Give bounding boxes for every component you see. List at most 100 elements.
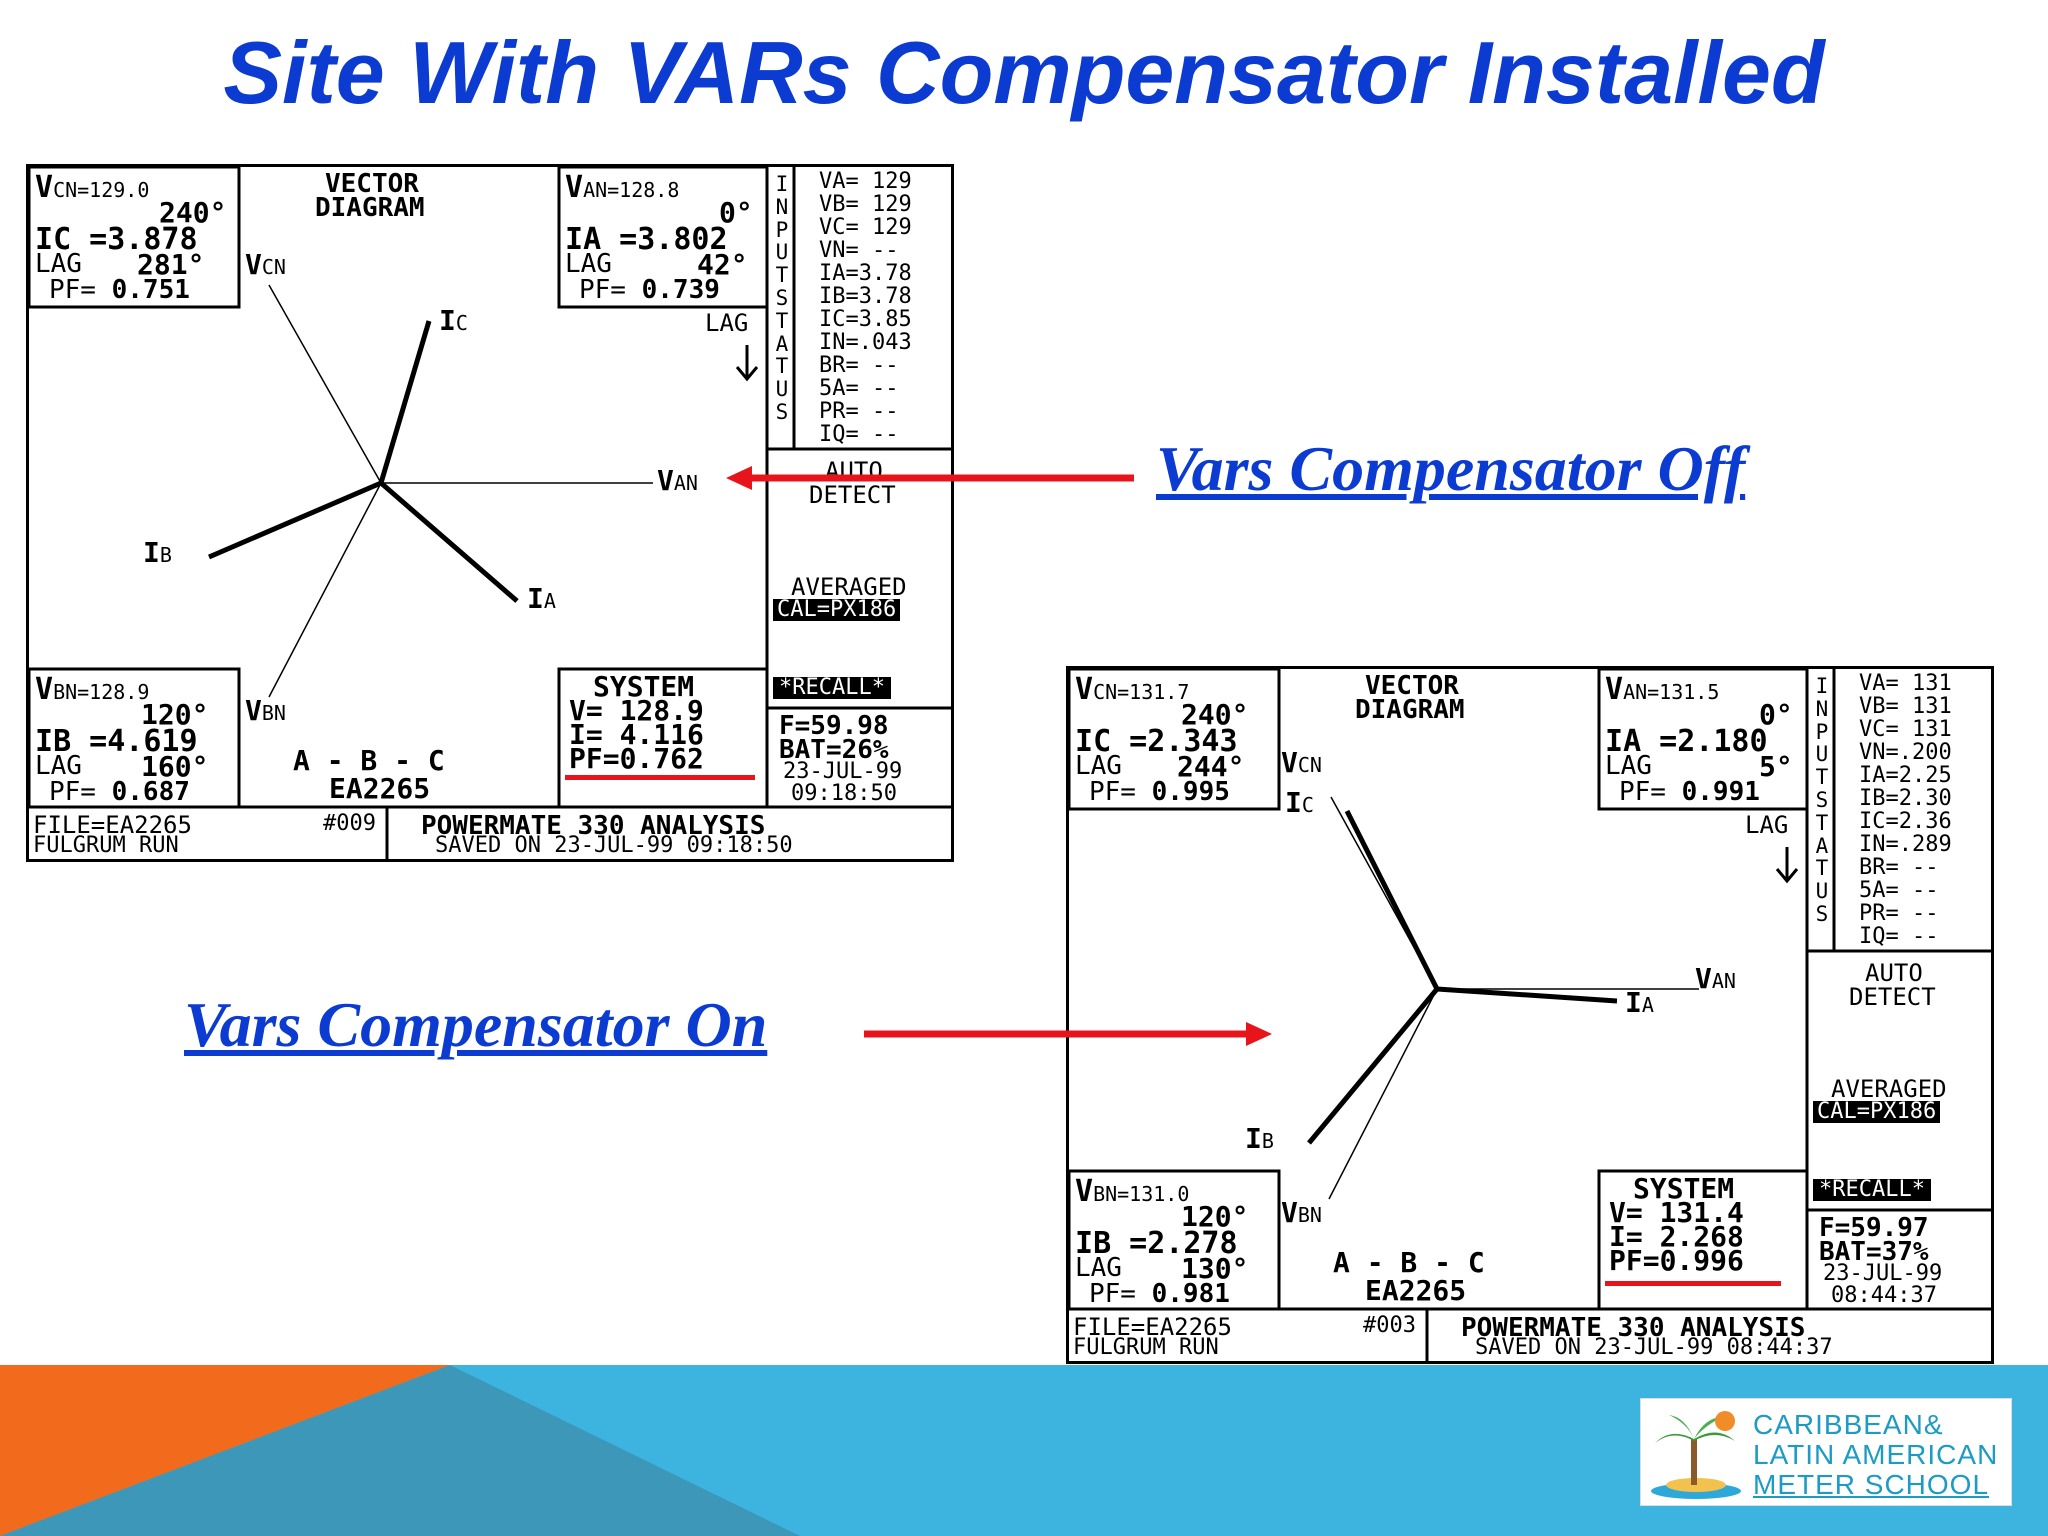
status-in: IN=.043 xyxy=(819,330,912,355)
pf-underline xyxy=(1605,1281,1781,1286)
van-angle: 0° xyxy=(1759,698,1793,731)
auto-label: AUTO xyxy=(1865,959,1923,987)
vec-label-vbn: BN xyxy=(1297,1203,1322,1227)
vec-label-vcn: CN xyxy=(1297,753,1322,777)
diagram-title-1: VECTOR xyxy=(1365,671,1459,701)
vars-on-label: Vars Compensator On xyxy=(184,989,768,1060)
status-vb: VB= 129 xyxy=(819,192,912,217)
pf-underline xyxy=(565,775,755,780)
vec-label-ic: C xyxy=(1301,793,1314,817)
analysis-title: POWERMATE 330 ANALYSIS xyxy=(1461,1313,1806,1343)
vcn-value: CN=131.7 xyxy=(1093,680,1190,704)
vec-label-ib: B xyxy=(159,543,172,567)
footer-band xyxy=(0,1365,2048,1536)
status-br: BR= -- xyxy=(1859,855,1939,880)
vars-off-label: Vars Compensator Off xyxy=(1156,433,1746,504)
status-br: BR= -- xyxy=(819,353,899,378)
vector-vbn xyxy=(268,482,382,698)
status-pr: PR= -- xyxy=(1859,901,1939,926)
diagram-title-2: DIAGRAM xyxy=(315,193,425,223)
pfa-value: 0.991 xyxy=(1681,777,1760,807)
palm-tree-icon xyxy=(1651,1411,1741,1499)
screen-grid xyxy=(29,167,951,859)
analyzer-screen-on: VCN=131.7 240° IC =2.343 LAG 244° PF= 0.… xyxy=(1066,666,1994,1364)
vector-ic xyxy=(1344,809,1440,991)
school-logo: CARIBBEAN& LATIN AMERICAN METER SCHOOL xyxy=(1640,1398,2012,1506)
vector-ia xyxy=(379,481,519,603)
vbn-value: BN=131.0 xyxy=(1093,1182,1190,1206)
vcn-angle: 240° xyxy=(1181,698,1249,731)
input-status-label: INPUT STATUS xyxy=(775,172,789,424)
ia-value: A =3.802 xyxy=(583,222,728,257)
status-ib: IB=2.30 xyxy=(1859,786,1952,811)
time: 09:18:50 xyxy=(791,781,897,806)
vec-label-ib: B xyxy=(1261,1129,1274,1153)
vector-vcn xyxy=(268,284,382,484)
input-status-label: INPUT STATUS xyxy=(1815,674,1829,926)
system-current: I= 2.268 xyxy=(1609,1220,1744,1253)
vector-ib xyxy=(208,480,382,560)
recall-button[interactable]: *RECALL* xyxy=(1813,1179,1931,1201)
status-vc: VC= 131 xyxy=(1859,717,1952,742)
system-voltage: V= 131.4 xyxy=(1609,1196,1744,1229)
system-current: I= 4.116 xyxy=(569,718,704,751)
status-ic: IC=3.85 xyxy=(819,307,912,332)
vector-ib xyxy=(1307,987,1439,1145)
lag-label: LAG xyxy=(705,309,749,337)
saved-on: SAVED ON 23-JUL-99 09:18:50 xyxy=(435,833,793,858)
analyzer-screen-off: VCN=129.0 240° IC =3.878 LAG 281° PF= 0.… xyxy=(26,164,954,862)
date: 23-JUL-99 xyxy=(783,759,903,784)
vec-label-vcn: CN xyxy=(261,255,286,279)
status-va: VA= 131 xyxy=(1859,671,1952,696)
status-ia: IA=3.78 xyxy=(819,261,912,286)
file-name: FILE=EA2265 xyxy=(1073,1313,1232,1341)
cal-label: CAL=PX186 xyxy=(1813,1101,1941,1123)
vec-label-van: AN xyxy=(673,471,698,495)
slide-title: Site With VARs Compensator Installed xyxy=(223,23,1825,122)
ib-value: B =4.619 xyxy=(53,724,198,759)
date: 23-JUL-99 xyxy=(1823,1261,1943,1286)
van-value: AN=128.8 xyxy=(583,178,680,202)
status-iq: IQ= -- xyxy=(1859,924,1939,949)
record-number: #009 xyxy=(323,811,376,836)
ia-value: A =2.180 xyxy=(1623,724,1768,759)
run-name: FULGRUM RUN xyxy=(1073,1335,1219,1360)
ia-lag: 5° xyxy=(1759,750,1793,783)
recall-button[interactable]: *RECALL* xyxy=(773,677,891,699)
ic-value: C =2.343 xyxy=(1093,724,1238,759)
ia-lag: 42° xyxy=(697,248,748,281)
frequency: F=59.97 xyxy=(1819,1213,1929,1243)
status-iq: IQ= -- xyxy=(819,422,899,447)
averaged-label: AVERAGED xyxy=(1831,1075,1947,1103)
cal-label: CAL=PX186 xyxy=(773,599,901,621)
ib-lag: 130° xyxy=(1181,1252,1249,1285)
vcn-angle: 240° xyxy=(159,196,227,229)
site-id: EA2265 xyxy=(329,772,431,805)
vcn-value: CN=129.0 xyxy=(53,178,150,202)
record-number: #003 xyxy=(1363,1313,1416,1338)
file-name: FILE=EA2265 xyxy=(33,811,192,839)
pfa-value: 0.739 xyxy=(641,275,720,305)
system-pf: PF=0.996 xyxy=(1609,1244,1744,1277)
status-ib: IB=3.78 xyxy=(819,284,912,309)
system-title: SYSTEM xyxy=(593,670,695,703)
screen-grid xyxy=(1069,669,1991,1361)
diagram-title-1: VECTOR xyxy=(325,169,419,199)
status-5a: 5A= -- xyxy=(1859,878,1939,903)
status-5a: 5A= -- xyxy=(819,376,899,401)
vec-label-ia: A xyxy=(543,589,556,613)
vec-label-van: AN xyxy=(1711,969,1736,993)
van-angle: 0° xyxy=(719,196,753,229)
logo-line-2: LATIN AMERICAN xyxy=(1753,1439,1999,1470)
time: 08:44:37 xyxy=(1831,1283,1937,1308)
phase-order: A - B - C xyxy=(293,744,445,777)
status-vc: VC= 129 xyxy=(819,215,912,240)
pfc-value: 0.751 xyxy=(111,275,190,305)
site-id: EA2265 xyxy=(1365,1274,1467,1307)
frequency: F=59.98 xyxy=(779,711,889,741)
detect-label: DETECT xyxy=(1849,983,1936,1011)
vec-label-ia: A xyxy=(1641,993,1654,1017)
status-vn: VN=.200 xyxy=(1859,740,1952,765)
saved-on: SAVED ON 23-JUL-99 08:44:37 xyxy=(1475,1335,1833,1360)
